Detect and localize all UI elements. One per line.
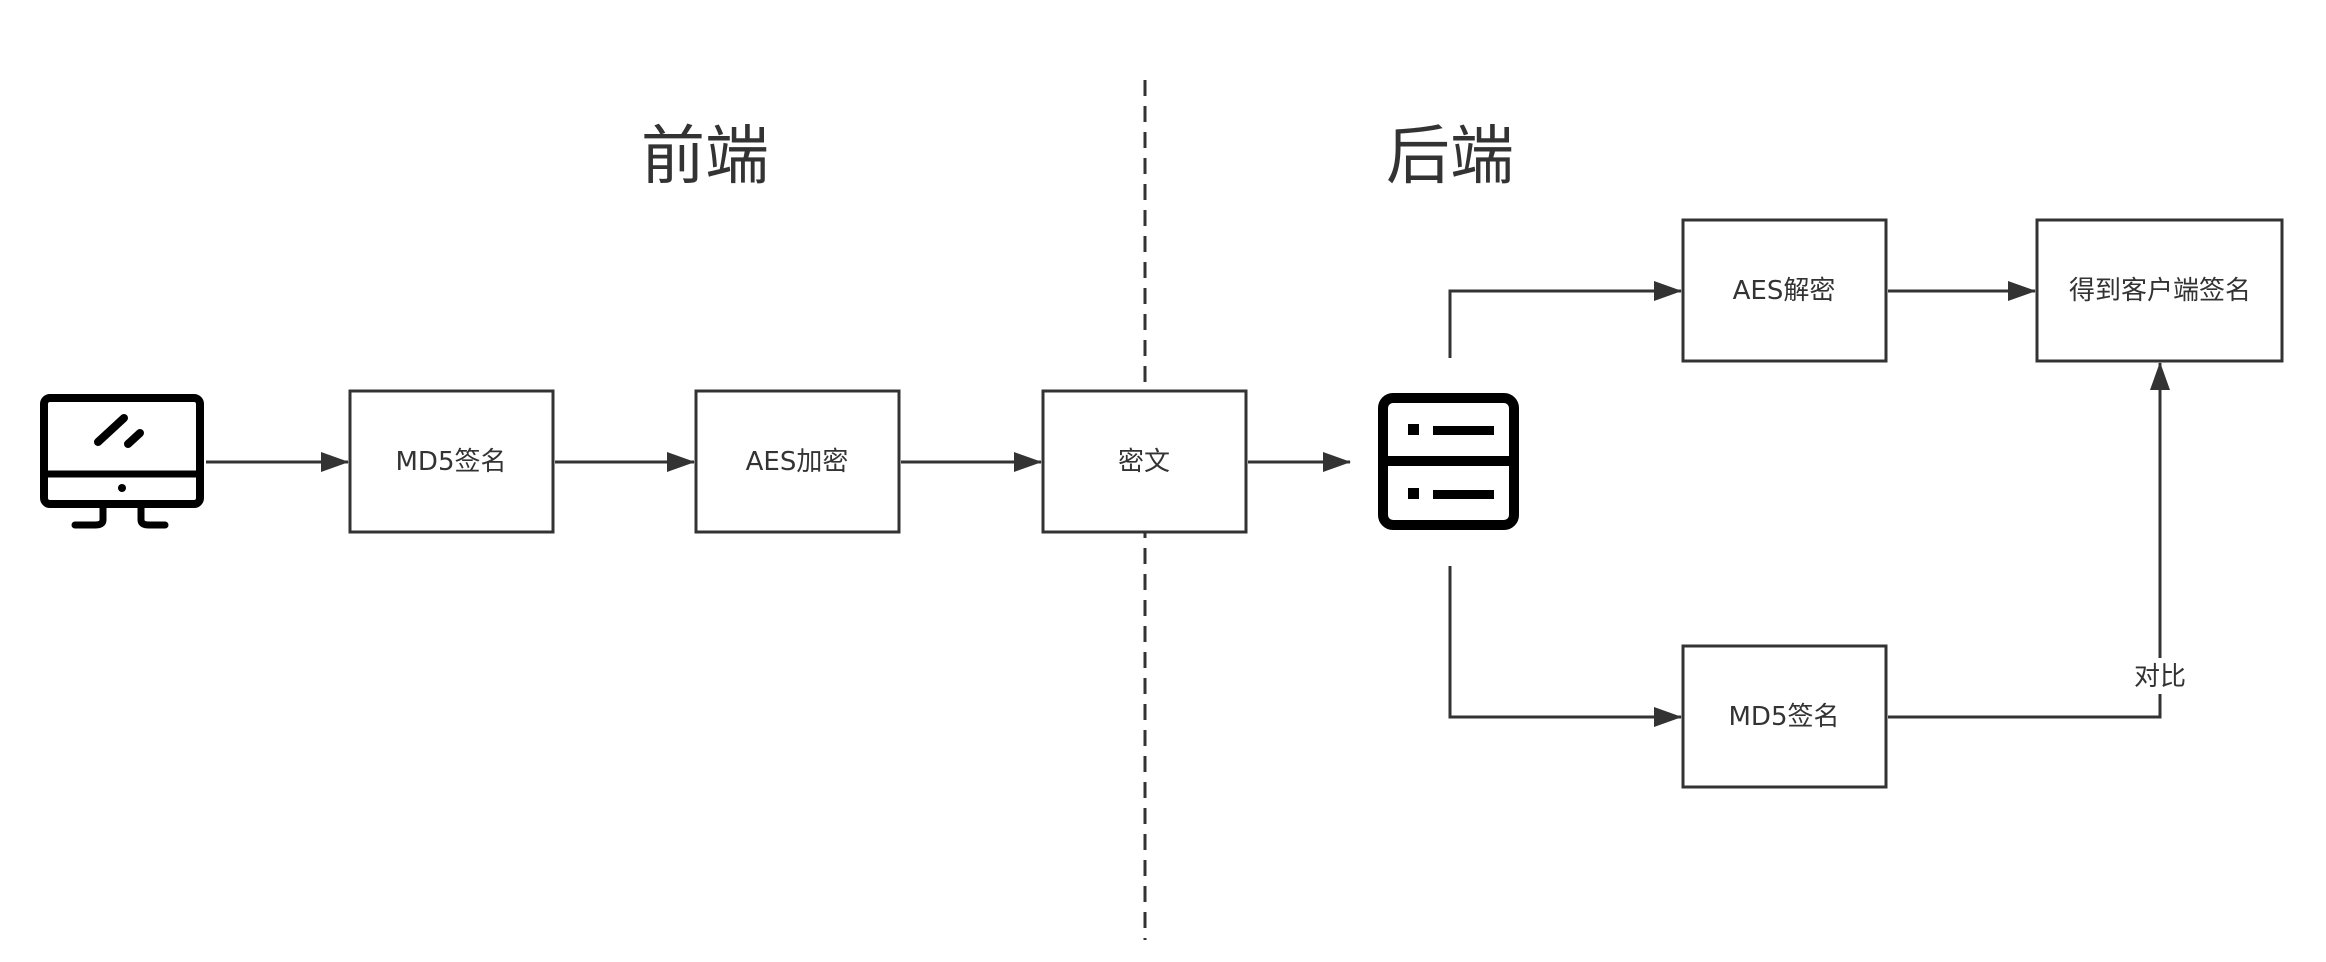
aes-encrypt-label: AES加密 <box>746 447 849 477</box>
compare-label: 对比 <box>2134 662 2186 692</box>
ciphertext-box: 密文 <box>1041 389 1248 534</box>
edge-md5-compare-signature <box>1888 362 2170 719</box>
compare-label-bg <box>2127 658 2193 694</box>
md5-sign-back-box: MD5签名 <box>1681 644 1888 789</box>
md5-sign-back-label: MD5签名 <box>1729 702 1840 732</box>
md5-sign-front-box: MD5签名 <box>348 389 555 534</box>
server-icon <box>1378 393 1519 530</box>
aes-decrypt-label: AES解密 <box>1733 276 1836 306</box>
edge-server-to-md5-back <box>1448 566 1682 727</box>
md5-sign-front-label: MD5签名 <box>396 447 507 477</box>
ciphertext-label: 密文 <box>1118 447 1170 477</box>
frontend-title: 前端 <box>641 120 769 194</box>
client-signature-label: 得到客户端签名 <box>2069 276 2251 306</box>
backend-title: 后端 <box>1386 120 1514 194</box>
aes-encrypt-box: AES加密 <box>694 389 901 534</box>
aes-decrypt-box: AES解密 <box>1681 218 1888 363</box>
edge-server-to-aes-decrypt <box>1448 281 1682 358</box>
desktop-computer-icon <box>40 394 204 529</box>
client-signature-box: 得到客户端签名 <box>2035 218 2284 363</box>
